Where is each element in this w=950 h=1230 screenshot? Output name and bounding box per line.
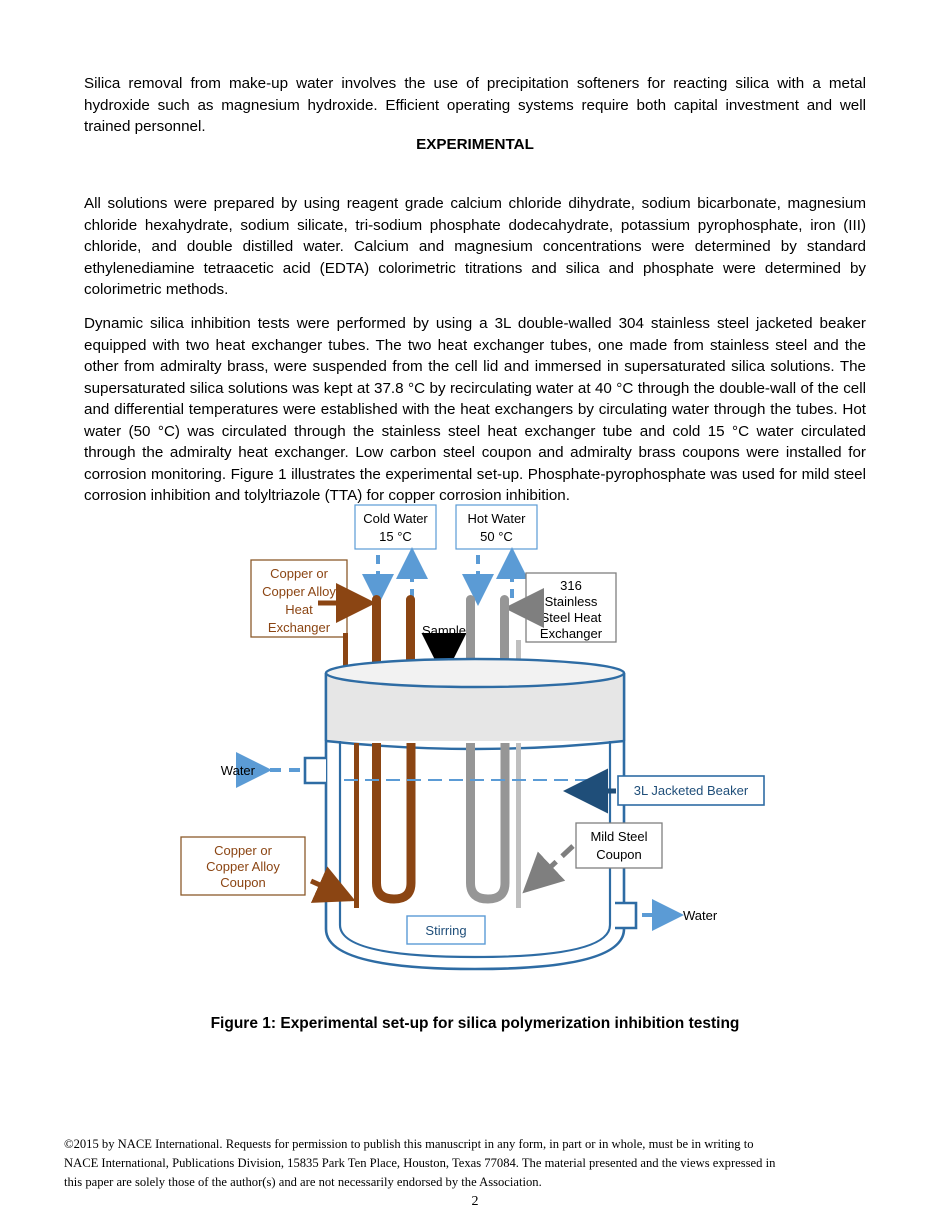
copper-coupon-line1: Copper or bbox=[214, 843, 272, 858]
copper-coupon-rod bbox=[354, 743, 359, 908]
cold-water-label-line1: Cold Water bbox=[363, 511, 428, 526]
section-heading-experimental: EXPERIMENTAL bbox=[416, 136, 534, 153]
footer-copyright: ©2015 by NACE International. Requests fo… bbox=[64, 1135, 794, 1192]
paragraph-2: All solutions were prepared by using rea… bbox=[84, 195, 866, 299]
figure-1-diagram: Cold Water 15 °C Hot Water 50 °C Copper … bbox=[0, 495, 950, 995]
ss-hx-line1: 316 bbox=[560, 578, 582, 593]
water-flow-arrows bbox=[362, 547, 528, 606]
hot-water-label-line1: Hot Water bbox=[467, 511, 526, 526]
footer-line-2: NACE International, Publications Divisio… bbox=[64, 1156, 776, 1170]
copper-hx-line2: Copper Alloy bbox=[262, 584, 336, 599]
mild-steel-line2: Coupon bbox=[596, 847, 642, 862]
hot-water-label-box: Hot Water 50 °C bbox=[455, 504, 538, 550]
footer-line-1: ©2015 by NACE International. Requests fo… bbox=[64, 1137, 754, 1151]
steel-u-tube bbox=[466, 743, 510, 904]
mild-steel-coupon-label-box: Mild Steel Coupon bbox=[575, 822, 663, 869]
water-inlet-port-right bbox=[615, 901, 638, 930]
copper-u-tube bbox=[372, 743, 416, 904]
copper-heat-exchanger-label-box: Copper or Copper Alloy Heat Exchanger bbox=[250, 559, 348, 638]
copper-hx-line3: Heat bbox=[285, 602, 313, 617]
water-label-right: Water bbox=[683, 908, 718, 923]
page-number: 2 bbox=[471, 1194, 479, 1209]
ss-hx-line4: Exchanger bbox=[540, 626, 603, 641]
paragraph-1: Silica removal from make-up water involv… bbox=[84, 75, 866, 136]
cold-water-label-line2: 15 °C bbox=[379, 529, 412, 544]
steel-tubes-above-lid bbox=[466, 595, 509, 671]
copper-coupon-pointer-arrow bbox=[309, 866, 356, 903]
water-label-left: Water bbox=[221, 763, 256, 778]
paragraph-3: Dynamic silica inhibition tests were per… bbox=[84, 315, 866, 505]
sample-port-label: Sample Port bbox=[422, 623, 466, 654]
jacketed-beaker-label-box: 3L Jacketed Beaker bbox=[617, 775, 765, 806]
sample-port-line2: Port bbox=[432, 639, 456, 654]
mild-steel-coupon-pointer-arrow bbox=[522, 844, 575, 894]
copper-hx-line4: Exchanger bbox=[268, 620, 331, 635]
copper-coupon-rod-top bbox=[343, 633, 348, 671]
mild-steel-coupon-rod bbox=[516, 743, 521, 908]
beaker-lid bbox=[324, 657, 626, 751]
hot-water-label-line2: 50 °C bbox=[480, 529, 513, 544]
footer-line-3: this paper are solely those of the autho… bbox=[64, 1175, 542, 1189]
sample-port-line1: Sample bbox=[422, 623, 466, 638]
jacketed-beaker-label: 3L Jacketed Beaker bbox=[634, 783, 749, 798]
water-outlet-port-left bbox=[303, 756, 326, 785]
figure-caption: Figure 1: Experimental set-up for silica… bbox=[210, 1015, 740, 1032]
copper-coupon-line2: Copper Alloy bbox=[206, 859, 280, 874]
beaker-outer-wall bbox=[324, 673, 626, 971]
mild-steel-coupon-rod-top bbox=[516, 640, 521, 671]
copper-hx-line1: Copper or bbox=[270, 566, 328, 581]
stirring-label: Stirring bbox=[425, 923, 466, 938]
stirring-label-box: Stirring bbox=[406, 915, 486, 945]
stainless-heat-exchanger-label-box: 316 Stainless Steel Heat Exchanger bbox=[525, 572, 617, 643]
ss-hx-line2: Stainless bbox=[545, 594, 598, 609]
copper-coupon-line3: Coupon bbox=[220, 875, 266, 890]
copper-tubes-above-lid bbox=[372, 595, 415, 671]
copper-coupon-label-box: Copper or Copper Alloy Coupon bbox=[180, 836, 306, 896]
cold-water-label-box: Cold Water 15 °C bbox=[354, 504, 437, 550]
ss-hx-line3: Steel Heat bbox=[541, 610, 602, 625]
mild-steel-line1: Mild Steel bbox=[590, 829, 647, 844]
beaker-inner-wall bbox=[338, 690, 612, 959]
